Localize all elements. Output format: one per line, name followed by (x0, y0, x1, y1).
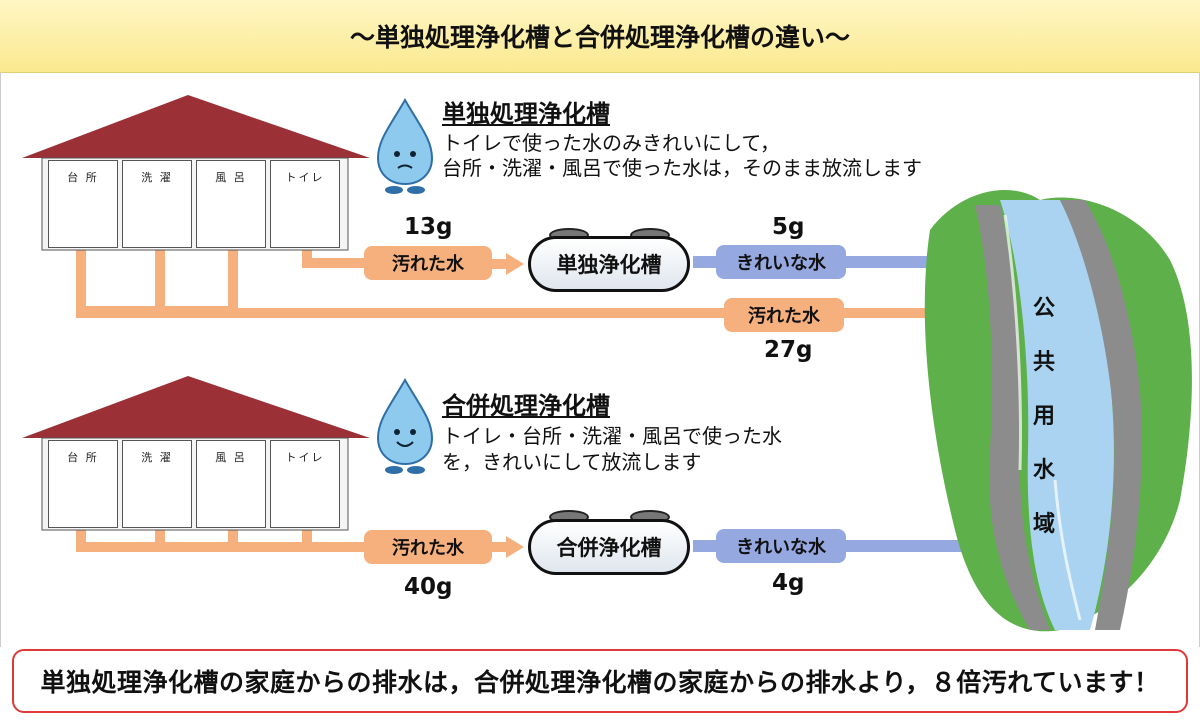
combined-in-label: 汚れた水 (364, 530, 492, 564)
single-out-label: きれいな水 (716, 245, 846, 279)
single-in-amount: 13g (404, 214, 453, 240)
river-char: 域 (1032, 512, 1055, 537)
river-char: 公 (1032, 296, 1055, 321)
room-kitchen: 台 所 (48, 440, 118, 528)
single-in-label: 汚れた水 (364, 246, 492, 280)
river-illustration (924, 190, 1192, 632)
room-toilet: トイレ (270, 160, 340, 248)
river-char: 共 (1032, 350, 1055, 375)
room-label: 洗 濯 (141, 171, 173, 184)
room-label: トイレ (285, 451, 325, 464)
single-title: 単独処理浄化槽 (442, 100, 610, 128)
combined-desc-line1: トイレ・台所・洗濯・風呂で使った水 (442, 424, 782, 448)
room-laundry: 洗 濯 (122, 440, 192, 528)
single-out-amount: 5g (772, 214, 805, 240)
room-label: 風 呂 (215, 451, 247, 464)
room-label: 台 所 (67, 451, 99, 464)
title-banner: ～単独処理浄化槽と合併処理浄化槽の違い～ (0, 0, 1200, 73)
single-bypass-label: 汚れた水 (724, 298, 844, 332)
room-toilet: トイレ (270, 440, 340, 528)
river-char: 用 (1032, 404, 1055, 429)
combined-out-label: きれいな水 (716, 529, 846, 563)
combined-desc-line2: を，きれいにして放流します (442, 450, 702, 474)
single-house-rooms: 台 所 洗 濯 風 呂 トイレ (48, 160, 340, 248)
room-kitchen: 台 所 (48, 160, 118, 248)
room-label: 洗 濯 (141, 451, 173, 464)
single-tank: 単独浄化槽 (528, 236, 690, 292)
room-label: 台 所 (67, 171, 99, 184)
public-waters-label: 公 共 用 水 域 (1028, 290, 1060, 538)
banner-title: ～単独処理浄化槽と合併処理浄化槽の違い～ (349, 23, 850, 52)
sad-drop-mascot-icon (376, 97, 434, 194)
conclusion-box: 単独処理浄化槽の家庭からの排水は，合併処理浄化槽の家庭からの排水より，８倍汚れて… (12, 649, 1188, 713)
combined-title: 合併処理浄化槽 (442, 392, 610, 420)
combined-dirty-pipes (76, 530, 524, 558)
single-bypass-amount: 27g (764, 337, 813, 363)
single-desc-line1: トイレで使った水のみきれいにして， (442, 131, 780, 155)
room-bath: 風 呂 (196, 160, 266, 248)
combined-house-rooms: 台 所 洗 濯 風 呂 トイレ (48, 440, 340, 528)
combined-in-amount: 40g (404, 574, 453, 600)
room-laundry: 洗 濯 (122, 160, 192, 248)
single-desc-line2: 台所・洗濯・風呂で使った水は，そのまま放流します (442, 156, 922, 180)
room-label: 風 呂 (215, 171, 247, 184)
river-char: 水 (1032, 458, 1055, 483)
room-label: トイレ (285, 171, 325, 184)
conclusion-text: 単独処理浄化槽の家庭からの排水は，合併処理浄化槽の家庭からの排水より，８倍汚れて… (40, 668, 1160, 697)
room-bath: 風 呂 (196, 440, 266, 528)
combined-tank: 合併浄化槽 (528, 519, 690, 575)
combined-out-amount: 4g (772, 570, 805, 596)
happy-drop-mascot-icon (376, 377, 434, 474)
